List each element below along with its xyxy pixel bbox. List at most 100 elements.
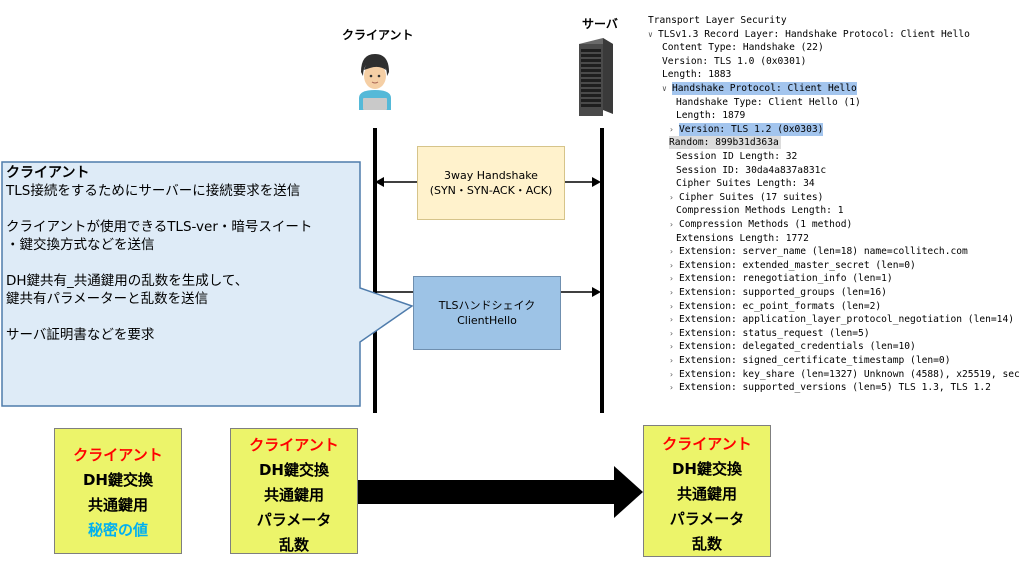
handshake-line1: 3way Handshake [444,169,538,182]
expand-chevron-icon[interactable]: › [669,247,674,257]
packet-detail-text: Session ID: 30da4a837a831c [676,164,827,176]
packet-detail-row[interactable]: Compression Methods Length: 1 [648,204,844,217]
callout-line [6,308,312,326]
client-lifeline [373,128,377,413]
keybox-line: 乱数 [278,536,309,554]
packet-detail-text: Version: TLS 1.0 (0x0301) [662,55,807,67]
packet-detail-row[interactable]: Extensions Length: 1772 [648,232,809,245]
packet-detail-text: Session ID Length: 32 [676,151,798,162]
packet-detail-row[interactable]: Session ID Length: 32 [648,150,797,163]
packet-detail-row[interactable]: › Extension: status_request (len=5) [648,327,870,340]
packet-detail-text: Extension: ec_point_formats (len=2) [679,300,882,312]
server-label: サーバ [582,17,618,31]
packet-detail-text: Length: 1883 [662,69,732,81]
packet-detail-row[interactable]: Handshake Type: Client Hello (1) [648,96,861,109]
collapse-chevron-icon[interactable]: ∨ [662,82,672,95]
keybox-line: パラメータ [669,510,745,528]
collapse-chevron-icon[interactable]: ∨ [648,29,653,39]
client-params-keybox: クライアント DH鍵交換 共通鍵用 パラメータ 乱数 [230,428,358,554]
keybox-line: パラメータ [256,511,332,529]
expand-chevron-icon[interactable]: › [669,274,674,284]
packet-detail-row[interactable]: › Extension: supported_groups (len=16) [648,286,887,299]
callout-line: 鍵共有パラメーターと乱数を送信 [6,291,209,307]
keybox-line: 共通鍵用 [263,486,324,504]
packet-detail-text: Length: 1879 [676,110,746,122]
expand-chevron-icon[interactable]: › [669,328,674,338]
packet-detail-text: Extension: extended_master_secret (len=0… [679,259,916,271]
client-label: クライアント [342,28,414,42]
packet-detail-row[interactable]: Session ID: 30da4a837a831c [648,164,826,177]
packet-detail-text: Extension: server_name (len=18) name=col… [679,246,968,258]
keybox-title: クライアント [662,435,752,453]
packet-detail-row[interactable]: › Cipher Suites (17 suites) [648,191,823,204]
transfer-arrow [358,466,643,518]
packet-detail-row[interactable]: ∨ TLSv1.3 Record Layer: Handshake Protoco… [648,28,970,41]
packet-detail-row[interactable]: › Extension: renegotiation_info (len=1) [648,272,893,285]
packet-detail-row[interactable]: › Extension: key_share (len=1327) Unknown… [648,368,1020,381]
packet-detail-row[interactable]: Version: TLS 1.0 (0x0301) [648,55,806,68]
callout-line: DH鍵共有_共通鍵用の乱数を生成して、 [6,273,249,289]
client-hello-box: TLSハンドシェイク ClientHello [413,276,561,350]
handshake-line2: (SYN・SYN-ACK・ACK) [429,184,553,197]
expand-chevron-icon[interactable]: › [669,220,674,229]
expand-chevron-icon[interactable]: › [669,301,674,311]
packet-detail-text: Cipher Suites (17 suites) [679,191,824,203]
expand-chevron-icon[interactable]: › [669,383,674,393]
packet-detail-row[interactable]: Random: 899b31d363a [669,136,781,150]
expand-chevron-icon[interactable]: › [669,260,674,270]
packet-detail-row[interactable]: › Extension: delegated_credentials (len=1… [648,340,916,353]
server-rack-icon [579,38,613,116]
packet-detail-text: Extension: delegated_credentials (len=10… [679,341,916,353]
packet-details-pane[interactable]: Transport Layer Security ∨ TLSv1.3 Record … [648,14,1024,414]
packet-detail-row[interactable]: › Extension: server_name (len=18) name=co… [648,245,968,258]
expand-chevron-icon[interactable]: › [669,288,674,297]
packet-detail-row[interactable]: ›Version: TLS 1.2 (0x0303) [669,122,824,136]
keybox-line: DH鍵交換 [671,460,742,478]
packet-detail-row[interactable]: Transport Layer Security [648,14,787,27]
packet-detail-text: Cipher Suites Length: 34 [676,178,815,190]
expand-chevron-icon[interactable]: › [669,342,674,352]
packet-detail-text: Compression Methods Length: 1 [676,205,844,217]
packet-detail-text: Extension: status_request (len=5) [679,327,870,339]
expand-chevron-icon[interactable]: › [669,122,679,136]
packet-detail-row[interactable]: Content Type: Handshake (22) [648,41,824,54]
callout-line [6,254,312,272]
packet-detail-row[interactable]: ›Compression Methods (1 method) [648,218,852,231]
packet-detail-row[interactable]: › Extension: extended_master_secret (len=… [648,259,916,272]
expand-chevron-icon[interactable]: › [669,315,674,325]
keybox-line: 乱数 [691,535,722,553]
packet-detail-row[interactable]: › Extension: ec_point_formats (len=2) [648,300,881,313]
packet-detail-row[interactable]: › Extension: application_layer_protocol_n… [648,313,1014,326]
packet-detail-text: Extensions Length: 1772 [676,232,809,244]
expand-chevron-icon[interactable]: › [669,192,674,202]
packet-detail-row[interactable]: ∨Handshake Protocol: Client Hello [662,82,857,95]
packet-detail-text: Version: TLS 1.2 (0x0303) [679,123,824,135]
packet-detail-text: Transport Layer Security [648,15,787,26]
packet-detail-row[interactable]: Cipher Suites Length: 34 [648,177,815,190]
client-secret-keybox: クライアント DH鍵交換 共通鍵用 秘密の値 [54,428,182,554]
client-callout-text: クライアント TLS接続をするためにサーバーに接続要求を送信 クライアントが使用… [6,164,312,344]
callout-line: ・鍵交換方式などを送信 [6,237,155,253]
packet-detail-text: Extension: supported_versions (len=5) TL… [679,382,991,394]
keybox-line: DH鍵交換 [82,471,153,489]
packet-detail-text: Handshake Type: Client Hello (1) [676,96,861,108]
packet-detail-text: Handshake Protocol: Client Hello [672,83,857,94]
server-lifeline [600,128,604,413]
packet-detail-row[interactable]: Length: 1883 [648,68,731,81]
packet-detail-text: Extension: application_layer_protocol_ne… [679,314,1015,326]
packet-detail-text: TLSv1.3 Record Layer: Handshake Protocol… [658,28,970,40]
packet-detail-row[interactable]: › Extension: supported_versions (len=5) T… [648,381,991,394]
packet-detail-text: Random: 899b31d363a [669,137,779,149]
packet-detail-row[interactable]: Length: 1879 [648,109,745,122]
packet-detail-text: Extension: supported_groups (len=16) [679,287,887,298]
callout-line: クライアントが使用できるTLS-ver・暗号スイート [6,219,313,235]
callout-line: サーバ証明書などを要求 [6,327,155,343]
server-received-keybox: クライアント DH鍵交換 共通鍵用 パラメータ 乱数 [643,425,771,557]
packet-detail-text: Extension: renegotiation_info (len=1) [679,273,893,285]
client-hello-line2: ClientHello [457,314,517,327]
expand-chevron-icon[interactable]: › [669,356,674,365]
packet-detail-row[interactable]: ›Extension: signed_certificate_timestamp… [648,354,950,367]
packet-detail-text: Extension: key_share (len=1327) Unknown … [679,368,1020,380]
expand-chevron-icon[interactable]: › [669,369,674,379]
client-hello-line1: TLSハンドシェイク [438,299,536,312]
